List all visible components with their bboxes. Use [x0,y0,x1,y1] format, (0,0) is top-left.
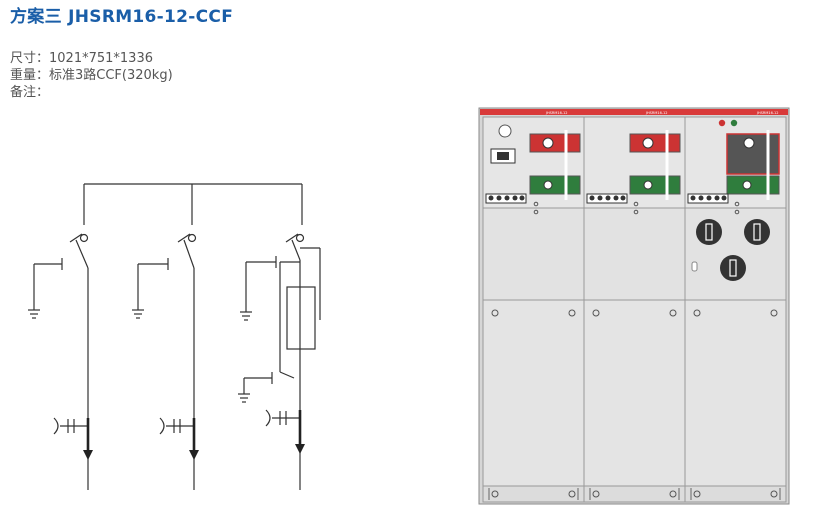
red-lamp [718,119,726,127]
page-title: 方案三 JHSRM16-12-CCF [10,7,234,27]
fuse-knob [696,219,722,245]
panel-label: JHSRM16-12 [756,111,779,115]
panel-3: JHSRM16-12 [684,111,787,503]
red-switch-indicator [529,133,581,153]
panel-label: JHSRM16-12 [545,111,568,115]
spec-weight: 重量：标准3路CCF(320kg) [10,68,173,83]
fuse-knob [744,219,770,245]
panel-2: JHSRM16-12 [583,111,686,503]
spec-list: 尺寸：1021*751*1336 重量：标准3路CCF(320kg) 备注： [10,50,173,101]
spec-size: 尺寸：1021*751*1336 [10,51,153,66]
panel-label: JHSRM16-12 [645,111,668,115]
green-switch-indicator [529,175,581,195]
top-strip [480,109,788,115]
spec-remark: 备注： [10,85,50,100]
fuse-knob [720,255,746,281]
panel-1: JHSRM16-12 [482,111,585,503]
green-lamp [730,119,738,127]
